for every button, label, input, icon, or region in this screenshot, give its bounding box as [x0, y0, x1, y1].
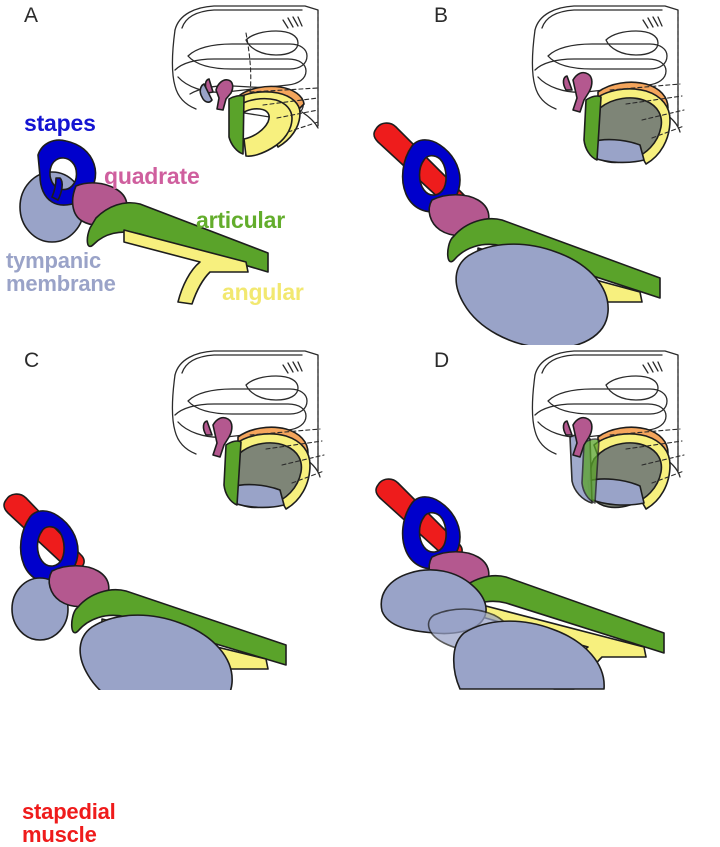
- inset-articular-green: [583, 95, 602, 161]
- panel-letter-c: C: [24, 349, 40, 372]
- inset-quadrate-magenta: [572, 416, 593, 458]
- panel-c-illustration: [3, 350, 325, 690]
- articular-shape: [86, 202, 269, 273]
- inset-tympanic-membrane: [587, 478, 645, 506]
- inset-stapes-small: [562, 420, 573, 436]
- inset-articular-green: [223, 440, 242, 506]
- label-stapes: stapes: [24, 110, 96, 136]
- inset-angular-yellow: [237, 97, 293, 157]
- inset-tympanic-membrane: [591, 138, 645, 164]
- panel-c: C: [0, 345, 360, 846]
- panel-letter-a: A: [24, 4, 39, 27]
- inset-stapes-small: [562, 75, 573, 91]
- tympanic-membrane-shape: [452, 620, 605, 690]
- inset-tympanic-membrane: [231, 483, 285, 509]
- panel-d-illustration: [375, 350, 685, 690]
- inset-quadrate-magenta: [572, 71, 593, 113]
- inset-articular-green: [228, 94, 245, 155]
- tympanic-membrane-shape: [455, 243, 609, 345]
- inset-quadrate-magenta: [215, 79, 234, 111]
- panel-letter-d: D: [434, 349, 450, 372]
- panel-letter-b: B: [434, 4, 449, 27]
- inset-quadrate-magenta: [212, 416, 233, 458]
- label-quadrate: quadrate: [104, 163, 200, 189]
- label-tympanic-membrane: tympanic membrane: [6, 248, 116, 296]
- inset-dashed-guides: [609, 354, 685, 484]
- label-articular: articular: [196, 207, 285, 233]
- panel-a: A: [0, 0, 360, 345]
- inset-articular-green: [581, 438, 600, 504]
- inset-dashed-guides: [245, 9, 319, 133]
- inset-stapes-small: [202, 420, 213, 436]
- stapes-shape: [401, 496, 461, 570]
- angular-shape: [123, 229, 249, 305]
- tympanic-membrane-shape: [79, 614, 233, 690]
- inset-tympanic-membrane: [199, 83, 213, 103]
- panel-a-illustration: [19, 5, 319, 305]
- panel-d: D: [360, 345, 720, 690]
- inset-dashed-guides: [609, 9, 685, 139]
- panel-b-illustration: [373, 5, 685, 345]
- label-stapedial-muscle: stapedial muscle: [22, 799, 116, 847]
- panel-b: B: [360, 0, 720, 345]
- skull-inset-outline: [531, 5, 681, 133]
- stapes-footplate: [51, 177, 63, 201]
- inset-dashed-guides: [249, 354, 325, 484]
- stapes-shape: [401, 139, 461, 213]
- label-angular: angular: [222, 279, 304, 305]
